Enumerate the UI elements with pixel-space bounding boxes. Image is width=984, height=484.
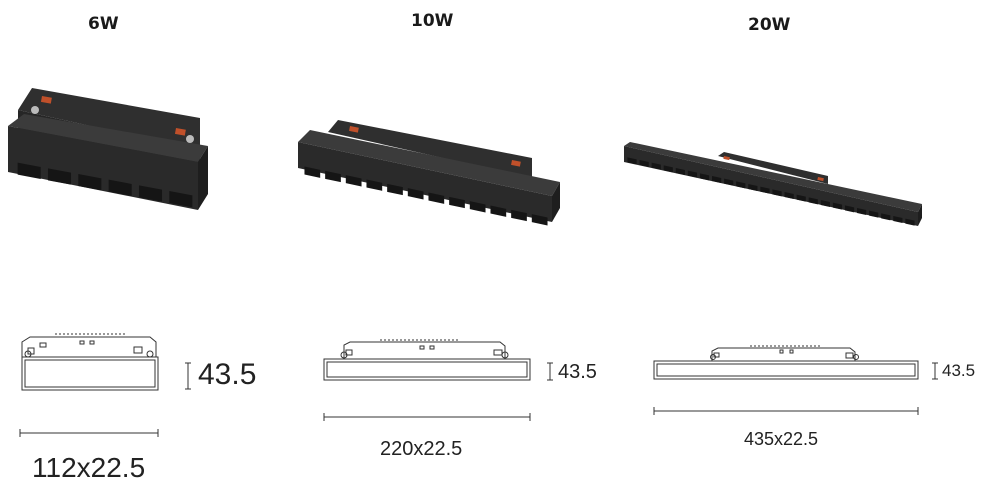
louver-cell <box>687 170 698 178</box>
louver-cell <box>366 179 383 191</box>
louver-cell <box>881 213 891 221</box>
louver-cell <box>387 183 403 196</box>
height-label-6w: 43.5 <box>198 358 257 391</box>
louver-cell <box>407 188 424 200</box>
louver-cell <box>108 179 132 196</box>
louver-cell <box>511 209 527 222</box>
drawing-20w <box>653 345 938 415</box>
title-20w: 20W <box>748 15 791 35</box>
louver-cell <box>47 168 72 185</box>
louver-cell <box>760 186 770 194</box>
product-renders <box>8 88 922 226</box>
louver-cell <box>17 162 41 179</box>
louver-cell <box>531 214 548 226</box>
louver-cell <box>639 159 649 168</box>
louver-cell <box>784 191 794 200</box>
light-6w-image <box>8 88 208 210</box>
louver-cell <box>905 218 915 226</box>
title-10w: 10W <box>411 11 454 31</box>
louver-cell <box>675 167 685 176</box>
louver-cell <box>736 181 746 189</box>
light-20w-cells <box>627 157 915 226</box>
louver-cell <box>857 207 867 216</box>
louver-cell <box>325 170 341 183</box>
louver-cell <box>844 205 855 213</box>
light-6w-cells <box>17 162 193 208</box>
louver-cell <box>724 178 734 186</box>
drawing-10w <box>323 339 553 421</box>
light-20w-image <box>624 142 922 226</box>
drawing-6w <box>19 333 191 437</box>
louver-cell <box>490 205 507 217</box>
louver-cell <box>78 174 102 191</box>
louver-cell <box>748 183 758 192</box>
louver-cell <box>712 175 722 184</box>
louver-cell <box>699 173 710 181</box>
louver-cell <box>469 201 486 213</box>
length-label-10w: 220x22.5 <box>380 438 463 460</box>
louver-cell <box>893 215 903 224</box>
louver-cell <box>449 196 465 209</box>
louver-cell <box>138 185 163 202</box>
louver-cell <box>869 210 879 218</box>
length-label-6w: 112x22.5 <box>32 452 146 483</box>
louver-cell <box>808 197 818 205</box>
light-10w-image <box>298 120 560 226</box>
louver-cell <box>428 192 445 204</box>
louver-cell <box>663 165 673 173</box>
height-label-10w: 43.5 <box>558 361 597 383</box>
length-label-20w: 435x22.5 <box>744 429 819 449</box>
louver-cell <box>169 191 193 208</box>
louver-cell <box>304 166 321 178</box>
louver-cell <box>651 162 661 170</box>
light-10w-cells <box>304 166 548 226</box>
height-label-20w: 43.5 <box>942 361 976 380</box>
louver-cell <box>820 199 830 208</box>
louver-cell <box>345 175 362 187</box>
louver-cell <box>796 194 806 202</box>
louver-cell <box>627 157 637 165</box>
title-6w: 6W <box>88 14 119 34</box>
louver-cell <box>772 189 782 197</box>
louver-cell <box>832 202 843 210</box>
